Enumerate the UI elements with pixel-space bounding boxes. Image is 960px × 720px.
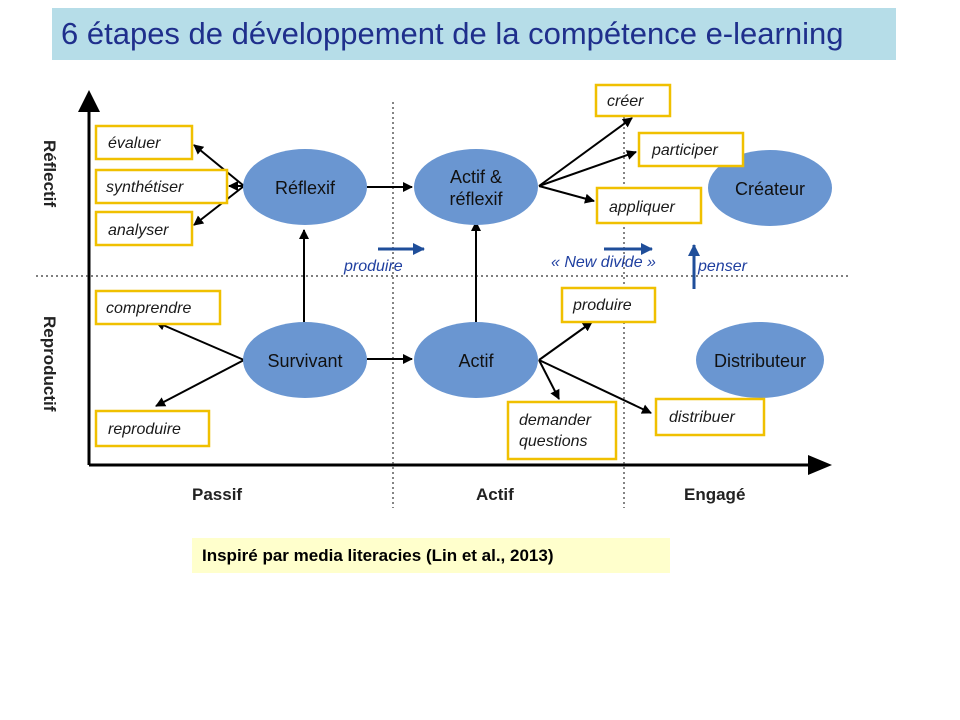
node-label-actif-reflexif-1: Actif &	[450, 167, 502, 187]
label-box-reproduire: reproduire	[94, 409, 211, 448]
connector-arrows	[155, 117, 652, 414]
label-box-creer: créer	[594, 83, 672, 118]
y-axis-arrowhead	[78, 90, 100, 112]
page-title: 6 étapes de développement de la compéten…	[61, 16, 844, 51]
node-label-survivant: Survivant	[267, 351, 342, 371]
label-produire: produire	[572, 297, 632, 314]
node-label-reflexif: Réflexif	[275, 178, 336, 198]
label-box-distribuer: distribuer	[654, 397, 766, 437]
caption-box: Inspiré par media literacies (Lin et al.…	[192, 538, 670, 573]
x-axis-arrowhead	[808, 455, 832, 475]
label-box-participer: participer	[637, 131, 745, 168]
node-actif: Actif	[414, 322, 538, 398]
axis-label-reproductif: Reproductif	[40, 316, 59, 412]
label-box-demander-questions: demander questions	[506, 400, 618, 461]
node-reflexif: Réflexif	[243, 149, 367, 225]
axis-label-reflectif: Réflectif	[40, 140, 59, 207]
label-creer: créer	[607, 93, 644, 110]
label-participer: participer	[651, 142, 718, 159]
label-reproduire: reproduire	[108, 421, 181, 438]
annotation-penser: penser	[697, 258, 748, 275]
label-evaluer: évaluer	[108, 135, 161, 152]
label-box-analyser: analyser	[94, 210, 194, 247]
label-distribuer: distribuer	[669, 409, 735, 426]
label-box-synthetiser: synthétiser	[94, 168, 229, 205]
label-comprendre: comprendre	[106, 300, 191, 317]
label-box-appliquer: appliquer	[595, 186, 703, 225]
axis-label-engage: Engagé	[684, 485, 745, 504]
axis-label-passif: Passif	[192, 485, 242, 504]
label-box-evaluer: évaluer	[94, 124, 194, 161]
annotation-new-divide: « New divide »	[551, 254, 656, 271]
axis-label-actif: Actif	[476, 485, 514, 504]
node-label-createur: Créateur	[735, 179, 805, 199]
node-label-actif: Actif	[458, 351, 494, 371]
caption-text: Inspiré par media literacies (Lin et al.…	[202, 546, 554, 565]
node-createur: Créateur	[708, 150, 832, 226]
label-box-comprendre: comprendre	[94, 289, 222, 326]
annotation-produire: produire	[343, 258, 403, 275]
node-label-actif-reflexif-2: réflexif	[449, 189, 503, 209]
label-demander: demander	[519, 412, 592, 429]
title-bar: 6 étapes de développement de la compéten…	[52, 8, 896, 60]
label-appliquer: appliquer	[609, 199, 676, 216]
label-box-produire: produire	[560, 286, 657, 324]
label-analyser: analyser	[108, 222, 169, 239]
node-survivant: Survivant	[243, 322, 367, 398]
label-synthetiser: synthétiser	[106, 179, 184, 196]
label-questions: questions	[519, 433, 588, 450]
node-actif-reflexif: Actif & réflexif	[414, 149, 538, 225]
node-distributeur: Distributeur	[696, 322, 824, 398]
node-label-distributeur: Distributeur	[714, 351, 806, 371]
